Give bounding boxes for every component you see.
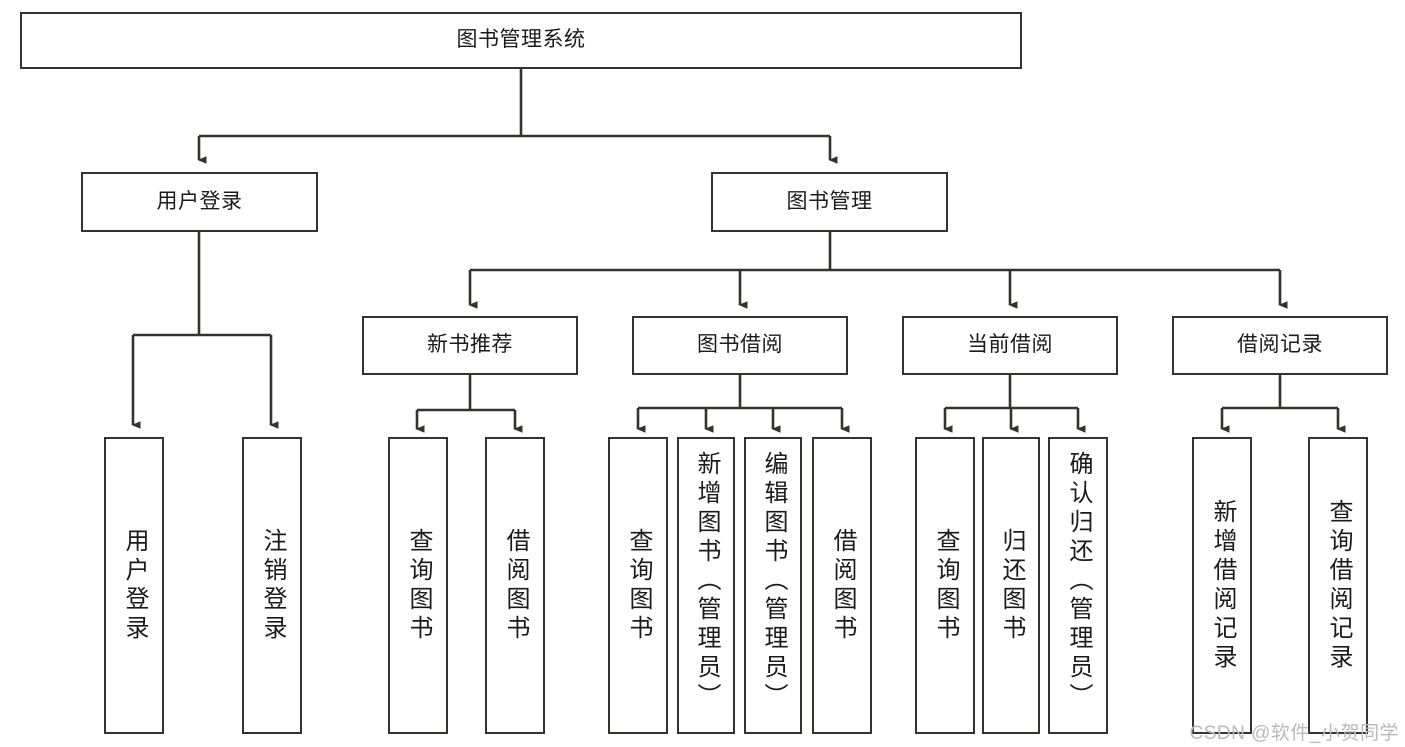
leaf-current-borrow-return-books[interactable]: 归还图书 <box>982 437 1040 734</box>
node-label: 归还图书 <box>998 527 1025 644</box>
leaf-book-borrow-query-books[interactable]: 查询图书 <box>608 437 668 734</box>
leaf-book-borrow-borrow-books[interactable]: 借阅图书 <box>812 437 872 734</box>
leaf-user-login-login[interactable]: 用户登录 <box>104 437 164 734</box>
node-label: 新书推荐 <box>427 333 513 357</box>
node-label: 借阅图书 <box>829 527 856 644</box>
leaf-book-borrow-add-book-admin[interactable]: 新增图书（管理员） <box>677 437 735 734</box>
node-label: 借阅图书 <box>502 527 529 644</box>
node-label: 图书管理 <box>786 189 873 213</box>
node-label: 借阅记录 <box>1237 333 1323 357</box>
node-label: 用户登录 <box>156 189 243 213</box>
node-label: 查询图书 <box>625 527 652 644</box>
node-label: 查询图书 <box>932 527 959 644</box>
node-label: 新增借阅记录 <box>1209 498 1236 673</box>
leaf-book-borrow-edit-book-admin[interactable]: 编辑图书（管理员） <box>744 437 802 734</box>
node-book-borrow[interactable]: 图书借阅 <box>632 316 848 375</box>
node-label: 当前借阅 <box>967 333 1053 357</box>
watermark-text: CSDN @软件_小贺同学 <box>1189 723 1399 744</box>
node-label: 确认归还（管理员） <box>1065 451 1092 712</box>
node-label: 用户登录 <box>121 527 148 644</box>
node-label: 新增图书（管理员） <box>693 451 720 712</box>
node-label: 查询借阅记录 <box>1325 498 1352 673</box>
leaf-current-borrow-query-books[interactable]: 查询图书 <box>915 437 975 734</box>
leaf-user-login-logout[interactable]: 注销登录 <box>242 437 302 734</box>
node-borrow-record[interactable]: 借阅记录 <box>1172 316 1388 375</box>
leaf-new-book-query-books[interactable]: 查询图书 <box>388 437 448 734</box>
leaf-borrow-record-add-record[interactable]: 新增借阅记录 <box>1192 437 1252 734</box>
leaf-borrow-record-query-record[interactable]: 查询借阅记录 <box>1308 437 1368 734</box>
node-root-book-management-system[interactable]: 图书管理系统 <box>20 12 1022 69</box>
node-user-login[interactable]: 用户登录 <box>81 172 318 232</box>
node-current-borrow[interactable]: 当前借阅 <box>902 316 1118 375</box>
node-book-management[interactable]: 图书管理 <box>711 172 948 232</box>
leaf-current-borrow-confirm-return-admin[interactable]: 确认归还（管理员） <box>1048 437 1108 734</box>
node-label: 编辑图书（管理员） <box>760 451 787 712</box>
node-label: 注销登录 <box>259 527 286 644</box>
leaf-new-book-borrow-books[interactable]: 借阅图书 <box>485 437 545 734</box>
node-new-book-recommend[interactable]: 新书推荐 <box>362 316 578 375</box>
node-label: 图书借阅 <box>697 333 783 357</box>
node-label: 图书管理系统 <box>456 28 586 52</box>
node-label: 查询图书 <box>405 527 432 644</box>
